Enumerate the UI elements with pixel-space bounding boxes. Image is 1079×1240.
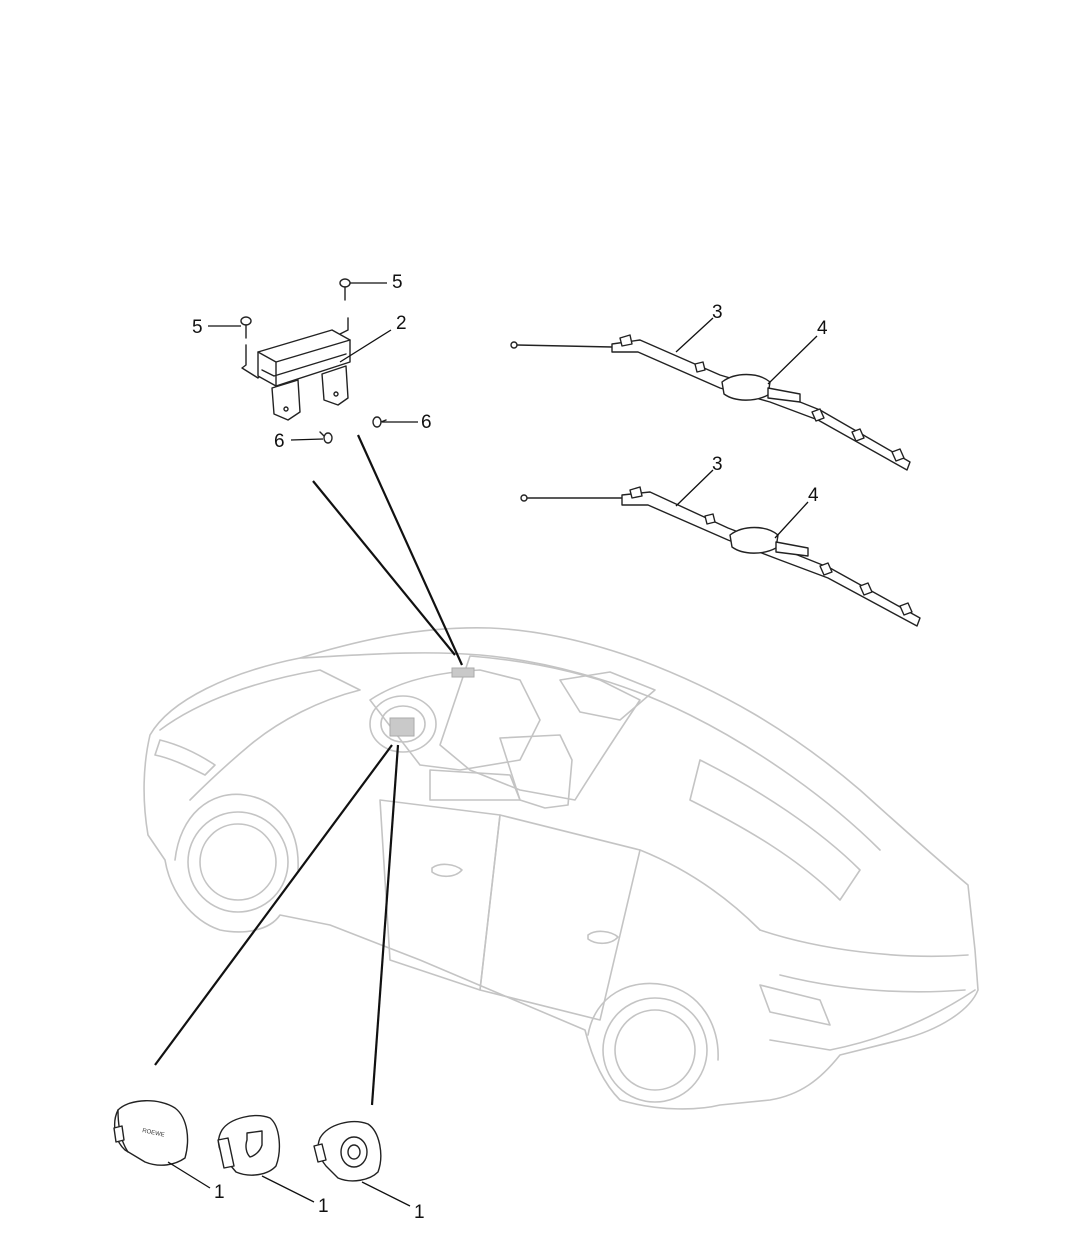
curtain-lower-bracket	[729, 526, 779, 554]
steering-airbag-c-connector	[313, 1143, 327, 1163]
car-rear-window	[689, 759, 861, 901]
curtain-lower-connector	[520, 494, 528, 502]
passenger-airbag-leg-left	[271, 379, 301, 421]
passenger-airbag-housing-stripe	[261, 353, 347, 377]
curtain-upper-bracket-plate	[767, 387, 801, 403]
bolt-top-left	[240, 316, 252, 339]
curtain-upper-clip-3	[891, 448, 905, 462]
car-rear-wheel-arch	[587, 982, 719, 1061]
car-front-wheel	[187, 811, 289, 913]
car-tail-light	[759, 984, 831, 1026]
callout-curtain-upper: 3	[712, 302, 723, 323]
steering-airbag-c: 1	[313, 1120, 425, 1223]
passenger-airbag-location	[451, 667, 475, 678]
car-body-outline	[143, 627, 979, 1110]
callout-passenger-airbag: 2	[396, 313, 407, 334]
car-rear-quarter	[639, 849, 761, 931]
driver-airbag-location	[389, 717, 415, 737]
curtain-upper-bracket	[721, 373, 771, 401]
callout-bolt-top-left: 5	[192, 317, 203, 338]
leader-steering-airbag-c	[361, 1181, 411, 1207]
curtain-lower-clip-2	[859, 582, 873, 596]
passenger-airbag-module: 5 5 2 6 6	[192, 272, 432, 452]
round-emblem-inner	[347, 1144, 361, 1160]
car-sunroof	[559, 671, 656, 721]
leader-steering-airbag-a	[167, 1161, 211, 1189]
passenger-airbag-leg-right	[321, 365, 349, 406]
curtain-lower-tube	[621, 491, 921, 627]
curtain-upper-wire	[516, 344, 613, 348]
zoom-line-driver-left	[154, 744, 393, 1066]
zoom-line-passenger-right	[356, 434, 464, 666]
curtain-upper-tab-1	[619, 334, 633, 347]
steering-airbag-a-connector	[113, 1125, 125, 1143]
curtain-upper-clip-4	[694, 361, 706, 373]
car-rear-wheel	[602, 997, 708, 1103]
curtain-lower-clip-4	[704, 513, 716, 525]
zoom-line-driver-right	[370, 744, 400, 1106]
curtain-upper-connector	[510, 341, 518, 349]
curtain-lower-clip-3	[899, 602, 913, 616]
screw-left	[319, 431, 333, 444]
steering-airbag-b-side	[217, 1137, 235, 1169]
car-seat	[429, 769, 521, 801]
callout-steering-airbag-b: 1	[318, 1196, 329, 1217]
car-front-door-handle	[431, 863, 463, 878]
leader-steering-airbag-b	[261, 1175, 315, 1203]
curtain-lower-clip-1	[819, 562, 833, 576]
callout-curtain-lower: 3	[712, 454, 723, 475]
passenger-airbag-housing	[257, 329, 351, 387]
leader-screw-left	[290, 438, 324, 441]
screw-right	[372, 416, 387, 428]
callout-bolt-top-right: 5	[392, 272, 403, 293]
curtain-upper-clip-1	[811, 408, 825, 422]
car-headlight	[154, 739, 216, 776]
car-windshield	[439, 655, 641, 801]
leader-curtain-bracket-lower	[774, 501, 809, 539]
passenger-airbag-leg-hole-left	[283, 406, 289, 412]
passenger-airbag-leg-hole-right	[333, 391, 339, 397]
callout-steering-airbag-c: 1	[414, 1202, 425, 1223]
shield-emblem-icon	[245, 1130, 263, 1158]
callout-screw-right: 6	[421, 412, 432, 433]
leader-curtain-bracket-upper	[767, 335, 818, 385]
curtain-airbag-lower: 3 4	[520, 454, 921, 627]
car-rear-door	[479, 814, 641, 1021]
curtain-airbag-upper: 3 4	[510, 302, 911, 471]
callout-steering-airbag-a: 1	[214, 1182, 225, 1203]
curtain-lower-bracket-plate	[775, 541, 809, 557]
bolt-top-right	[339, 278, 351, 301]
callout-screw-left: 6	[274, 431, 285, 452]
curtain-lower-tab-1	[629, 486, 643, 499]
passenger-airbag-housing-top	[257, 339, 351, 387]
car-rear-wheel-hub	[614, 1009, 696, 1091]
callout-curtain-bracket-upper: 4	[817, 318, 828, 339]
zoom-line-passenger-left	[312, 480, 456, 656]
steering-airbag-b: 1	[217, 1114, 329, 1217]
steering-airbag-a-logo: ROEWE	[142, 1128, 165, 1139]
callout-curtain-bracket-lower: 4	[808, 485, 819, 506]
car-front-door	[379, 799, 501, 991]
car-front-wheel-hub	[199, 823, 277, 901]
car-trunk	[759, 929, 969, 993]
leader-passenger-airbag	[339, 329, 392, 363]
curtain-upper-tube	[611, 339, 911, 471]
round-emblem-icon	[340, 1136, 368, 1168]
zoom-lines	[154, 434, 464, 1106]
car-rear-bumper	[769, 989, 976, 1051]
car-front-wheel-arch	[174, 793, 299, 871]
curtain-upper-clip-2	[851, 428, 865, 442]
vehicle-outline	[143, 627, 979, 1110]
leader-curtain-upper	[675, 317, 714, 353]
car-steering-wheel	[369, 695, 437, 753]
car-rear-door-handle	[587, 930, 619, 945]
leader-curtain-lower	[675, 469, 714, 507]
car-hood	[159, 669, 361, 801]
steering-airbag-a: ROEWE 1	[113, 1100, 225, 1203]
